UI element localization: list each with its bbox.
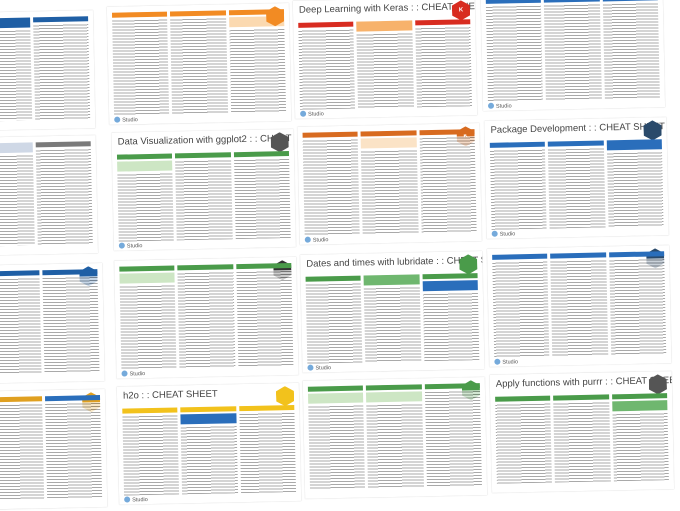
sheet-title: Apply functions with purrr : : CHEAT SHE… — [495, 374, 675, 390]
cheatsheet-2: Studio — [106, 3, 292, 125]
footer-brand: Studio — [114, 116, 138, 123]
cheatsheet-purrr: Apply functions with purrr : : CHEAT SHE… — [489, 371, 675, 493]
sheet-title: Dates and times with lubridate : : CHEAT… — [306, 254, 485, 270]
cheatsheet-13: Studio — [0, 388, 108, 511]
footer-brand: Studio — [119, 242, 143, 249]
footer-brand: Studio — [300, 110, 324, 117]
cheatsheet-h2o: h2o : : CHEAT SHEET Studio — [116, 382, 302, 505]
footer-brand: Studio — [307, 364, 331, 371]
cheatsheet-9: Studio — [0, 262, 105, 385]
footer-brand: Studio — [121, 370, 145, 377]
sheet-title: Data Visualization with ggplot2 : : CHEA… — [117, 132, 296, 148]
cheatsheet-15 — [302, 376, 488, 499]
cheatsheet-7: K Studio — [297, 123, 482, 245]
cheatsheet-5: Studio — [0, 135, 99, 257]
cheatsheet-devtools: Package Development : : CHEAT SHEET Stud… — [484, 117, 669, 239]
cheatsheet-keras: Deep Learning with Keras : : CHEAT SHEET… — [292, 0, 478, 119]
cheatsheet-10: Studio — [114, 256, 299, 379]
cheatsheet-4: Studio — [480, 0, 666, 111]
footer-brand: Studio — [494, 358, 518, 365]
h2o-logo — [276, 386, 294, 406]
cheatsheet-ggplot2: Data Visualization with ggplot2 : : CHEA… — [111, 128, 296, 251]
sheet-title: Package Development : : CHEAT SHEET — [490, 121, 666, 136]
footer-brand: Studio — [305, 236, 329, 243]
sheet-title: Deep Learning with Keras : : CHEAT SHEET — [298, 0, 478, 16]
footer-brand: Studio — [488, 102, 512, 109]
cheatsheet-1: Studio — [0, 10, 96, 132]
footer-brand: Studio — [492, 230, 516, 237]
cheatsheet-12: Studio — [487, 245, 672, 367]
sheet-title: h2o : : CHEAT SHEET — [122, 388, 218, 402]
cheatsheet-lubridate: Dates and times with lubridate : : CHEAT… — [300, 251, 485, 373]
